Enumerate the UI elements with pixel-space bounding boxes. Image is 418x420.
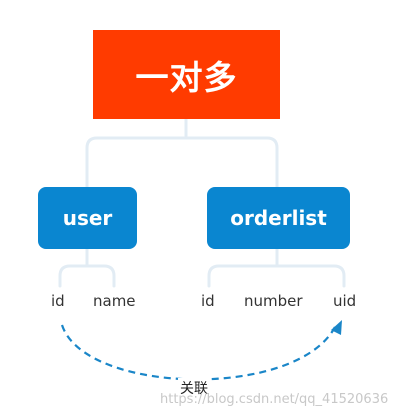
relation-arrowhead [331,320,342,335]
orderlist-field-uid: uid [333,292,357,310]
relation-label: 关联 [178,378,210,398]
user-field-id: id [51,292,65,310]
hierarchy-connectors [58,117,346,288]
entity-orderlist: orderlist [207,187,350,249]
relation-arrow [60,324,337,381]
connector-title-branches [85,136,279,189]
title-box: 一对多 [93,30,280,119]
connector-orderlist-fields [207,247,346,288]
entity-user: user [38,187,137,249]
user-field-name: name [93,292,136,310]
orderlist-field-id: id [201,292,215,310]
watermark: https://blog.csdn.net/qq_41520636 [160,392,389,407]
orderlist-field-number: number [244,292,303,310]
connector-user-fields [58,247,116,288]
